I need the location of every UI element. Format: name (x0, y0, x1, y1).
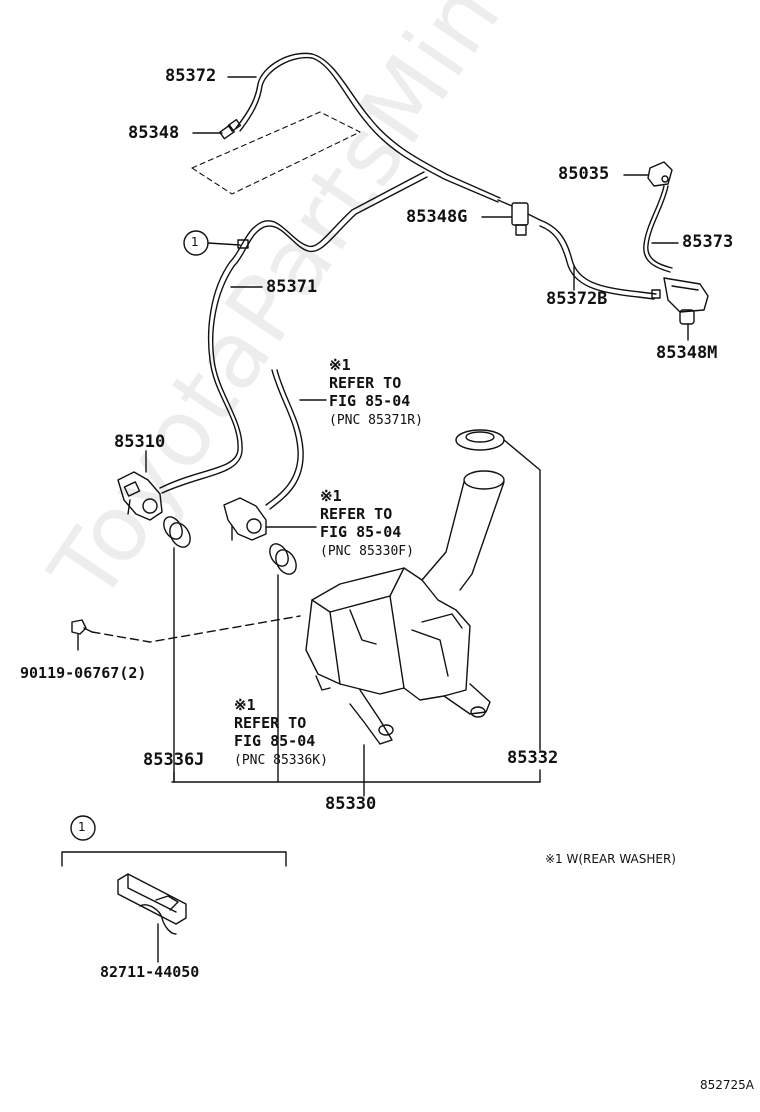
label-85373: 85373 (682, 232, 734, 252)
label-85330: 85330 (325, 794, 377, 814)
grommet-rear (269, 543, 297, 783)
hose-85371 (159, 171, 428, 494)
note-pnc: (PNC 85336K) (234, 753, 328, 768)
grommet-85336j (163, 516, 191, 783)
hose-85372 (235, 52, 501, 203)
note-refer-text: ※1 REFER TO FIG 85-04 (320, 487, 402, 541)
label-85372b: 85372B (546, 289, 608, 309)
note-refer-85330f: ※1 REFER TO FIG 85-04 (PNC 85330F) (320, 487, 414, 561)
pump-85310 (117, 471, 163, 521)
nozzle-85035 (647, 161, 673, 187)
label-82711: 82711-44050 (100, 963, 200, 981)
note-refer-text: ※1 REFER TO FIG 85-04 (329, 356, 411, 410)
label-85348m: 85348M (656, 343, 718, 363)
note-pnc: (PNC 85371R) (329, 413, 423, 428)
note-pnc: (PNC 85330F) (320, 544, 414, 559)
cap-85332 (455, 429, 541, 751)
note-refer-text: ※1 REFER TO FIG 85-04 (234, 696, 316, 750)
label-90119: 90119-06767(2) (20, 664, 147, 682)
callout-marker-inset: 1 (78, 820, 86, 834)
label-85371: 85371 (266, 277, 318, 297)
label-85310: 85310 (114, 432, 166, 452)
joint-85348 (219, 118, 242, 140)
note-refer-85336k: ※1 REFER TO FIG 85-04 (PNC 85336K) (234, 696, 328, 770)
figure-code: 852725A (700, 1078, 755, 1092)
bolt-90119 (71, 615, 301, 651)
joint-85348g (497, 199, 541, 236)
legend-rear-washer: ※1 W(REAR WASHER) (545, 852, 676, 866)
label-85035: 85035 (558, 164, 610, 184)
label-85332: 85332 (507, 748, 559, 768)
label-85336j: 85336J (143, 750, 205, 770)
dashed-outline (191, 111, 361, 195)
note-refer-85371r: ※1 REFER TO FIG 85-04 (PNC 85371R) (329, 356, 423, 430)
callout-circle (183, 230, 249, 256)
tank-85330 (305, 470, 505, 783)
inset-clip (61, 815, 287, 963)
callout-marker-1: 1 (191, 235, 199, 249)
label-85348: 85348 (128, 123, 180, 143)
bracket-85348m (663, 277, 709, 341)
assembly-bracket (171, 769, 541, 797)
hose-85372b (539, 219, 661, 300)
hose-85373 (643, 185, 673, 273)
pump-rear (223, 497, 267, 541)
label-85372: 85372 (165, 66, 217, 86)
hose-rear-washer (265, 369, 304, 510)
label-85348g: 85348G (406, 207, 468, 227)
